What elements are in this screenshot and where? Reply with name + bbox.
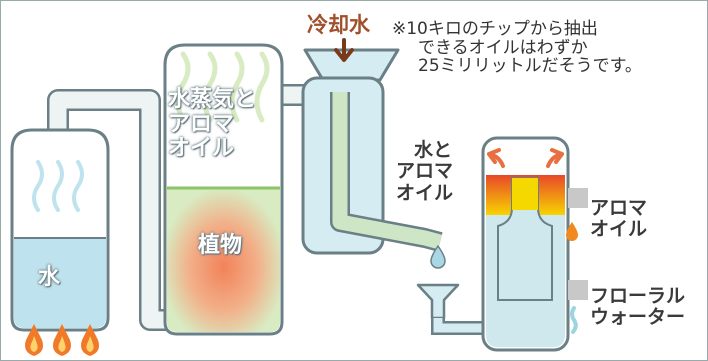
floral-water-line-2: ウォーター bbox=[590, 306, 686, 329]
steam-and-oil-line-1: 水蒸気と bbox=[168, 87, 257, 112]
water-and-oil-label: 水と アロマ オイル bbox=[396, 139, 454, 204]
flame-icons bbox=[25, 324, 99, 356]
yield-note-line-3: 25ミリリットルだそうです。 bbox=[418, 56, 642, 77]
aroma-oil-label: アロマ オイル bbox=[590, 197, 648, 241]
floral-water-drop-icon bbox=[570, 306, 578, 334]
steam-and-oil-line-2: アロマ bbox=[168, 111, 235, 137]
steam-and-oil-label: 水蒸気と アロマ オイル bbox=[168, 87, 257, 162]
plant-label: 植物 bbox=[198, 233, 243, 258]
aroma-oil-line-1: アロマ bbox=[590, 197, 648, 219]
yield-note: ※10キロのチップから抽出 できるオイルはわずか 25ミリリットルだそうです。 bbox=[392, 20, 642, 76]
cooling-water-arrow-icon bbox=[334, 38, 354, 62]
floral-water-label: フローラル ウォーター bbox=[590, 285, 686, 329]
water-tank bbox=[10, 128, 110, 332]
steam-and-oil-line-3: オイル bbox=[168, 136, 235, 162]
aroma-oil-line-2: オイル bbox=[590, 218, 648, 241]
separator bbox=[481, 136, 588, 352]
vapor-arrow-right-icon bbox=[546, 148, 564, 168]
water-and-oil-line-1: 水と bbox=[414, 139, 453, 161]
yield-note-line-1: ※10キロのチップから抽出 bbox=[392, 19, 598, 39]
water-and-oil-line-3: オイル bbox=[396, 181, 454, 204]
vapor-arrow-left-icon bbox=[487, 148, 505, 168]
floral-water-line-1: フローラル bbox=[590, 285, 686, 307]
funnel bbox=[416, 283, 488, 335]
water-label: 水 bbox=[38, 265, 61, 290]
yield-note-line-2: できるオイルはわずか bbox=[418, 37, 588, 58]
water-and-oil-line-2: アロマ bbox=[396, 160, 454, 183]
aroma-oil-drop-icon bbox=[566, 222, 578, 241]
plant-tank bbox=[163, 43, 284, 336]
cooling-water-label: 冷却水 bbox=[307, 13, 370, 37]
droplet-icon bbox=[430, 244, 446, 269]
